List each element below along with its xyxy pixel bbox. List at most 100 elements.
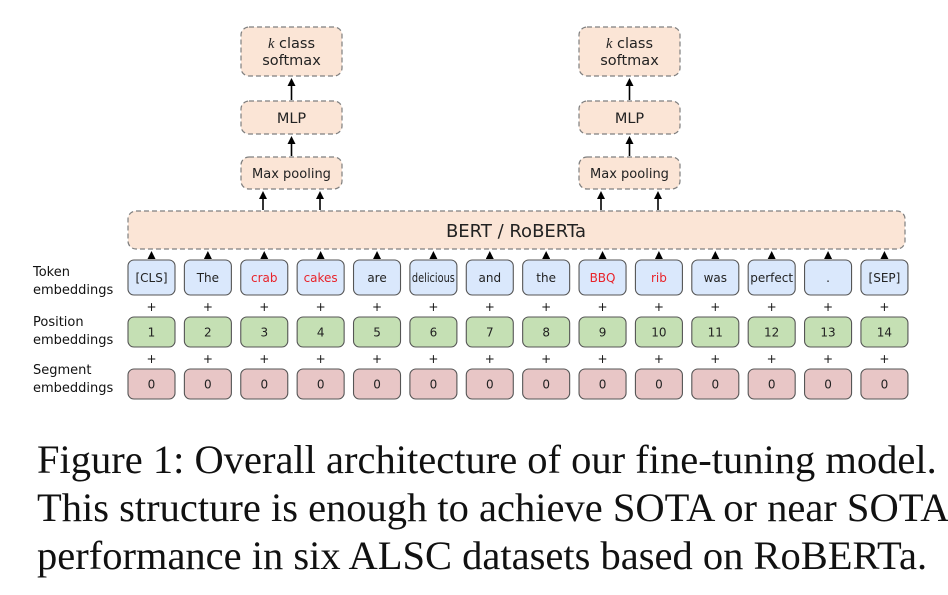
token-embedding-text: . [826, 271, 830, 285]
position-embedding-box [634, 316, 683, 348]
row-label-segment-2: embeddings [33, 381, 114, 396]
plus-sign: + [541, 300, 551, 314]
row-label-token-2: embeddings [33, 283, 114, 298]
position-embedding-text: 10 [651, 326, 666, 340]
segment-embedding-box [465, 368, 514, 400]
plus-sign: + [428, 300, 438, 314]
token-embedding-box [465, 259, 514, 296]
segment-embedding-box [578, 368, 627, 400]
position-embedding-text: 7 [486, 326, 494, 340]
token-embedding-text: are [367, 271, 386, 285]
figure-caption: Figure 1: Overall architecture of our fi… [37, 436, 948, 580]
segment-embedding-text: 0 [655, 378, 663, 392]
token-embedding-text: perfect [750, 271, 793, 285]
segment-embedding-text: 0 [768, 378, 776, 392]
mlp-box-right [578, 100, 681, 135]
softmax-label2-left: softmax [262, 53, 321, 69]
head-right: k class softmax MLP Max pooling [578, 26, 681, 210]
plus-sign: + [485, 300, 495, 314]
caption-line-3: performance in six ALSC datasets based o… [37, 533, 928, 578]
position-embedding-text: 12 [764, 326, 779, 340]
row-label-segment-1: Segment [33, 363, 92, 378]
plus-sign: + [710, 352, 720, 366]
position-embedding-box [296, 316, 345, 348]
plus-sign: + [203, 352, 213, 366]
position-embedding-text: 8 [542, 326, 550, 340]
position-embedding-text: 11 [708, 326, 723, 340]
caption-line-2: This structure is enough to achieve SOTA… [37, 485, 948, 530]
plus-sign: + [428, 352, 438, 366]
position-embedding-box [465, 316, 514, 348]
position-embedding-text: 13 [820, 326, 835, 340]
mlp-label-left: MLP [277, 111, 307, 127]
token-embedding-text: rib [651, 271, 667, 285]
token-embedding-text: the [536, 271, 556, 285]
plus-sign: + [259, 300, 269, 314]
softmax-k-left: k [268, 36, 275, 52]
segment-embedding-box [691, 368, 740, 400]
position-embedding-box [860, 316, 909, 348]
token-embedding-text: The [196, 271, 219, 285]
plus-sign: + [203, 300, 213, 314]
head-left: k class softmax MLP Max pooling [240, 26, 343, 210]
token-embedding-box [747, 259, 796, 296]
segment-embedding-text: 0 [260, 378, 268, 392]
encoder-box [127, 210, 906, 250]
position-embedding-text: 9 [599, 326, 607, 340]
segment-embedding-box [127, 368, 176, 400]
position-embedding-box [352, 316, 402, 348]
position-embedding-box [240, 316, 289, 348]
segment-embedding-text: 0 [711, 378, 719, 392]
token-embedding-box [578, 259, 627, 296]
plus-sign: + [598, 352, 608, 366]
token-embedding-box [183, 259, 232, 296]
token-embedding-box [860, 259, 909, 296]
plus-sign: + [767, 352, 777, 366]
plus-sign: + [541, 352, 551, 366]
position-embedding-box [183, 316, 232, 348]
plus-sign: + [710, 300, 720, 314]
plus-sign: + [598, 300, 608, 314]
token-embedding-box [804, 259, 853, 296]
plus-sign: + [259, 352, 269, 366]
position-embedding-box [804, 316, 853, 348]
plus-sign: + [372, 300, 382, 314]
segment-embedding-box [183, 368, 232, 400]
position-embedding-box [578, 316, 627, 348]
plus-sign: + [146, 352, 156, 366]
position-embedding-box [522, 316, 571, 348]
mlp-box-left [240, 100, 343, 135]
pool-box-left [240, 156, 343, 190]
token-embedding-text: was [704, 271, 727, 285]
segment-embedding-box [240, 368, 289, 400]
caption-line-1: Figure 1: Overall architecture of our fi… [37, 437, 937, 482]
position-embedding-text: 4 [317, 326, 325, 340]
token-embedding-box [691, 259, 740, 296]
softmax-label-right: k class [606, 36, 653, 52]
position-embedding-text: 2 [204, 326, 212, 340]
mlp-label-right: MLP [615, 111, 645, 127]
pool-box-right [578, 156, 681, 190]
segment-embedding-text: 0 [430, 378, 438, 392]
plus-sign: + [372, 352, 382, 366]
row-label-token: Token embeddings [32, 265, 114, 298]
position-embedding-text: 5 [373, 326, 381, 340]
embedding-columns: [CLS]10++The20++crab30++cakes40++are50++… [127, 251, 909, 400]
segment-embedding-text: 0 [317, 378, 325, 392]
segment-embedding-text: 0 [824, 378, 832, 392]
softmax-box-left [240, 26, 343, 77]
segment-embedding-text: 0 [148, 378, 156, 392]
plus-sign: + [879, 300, 889, 314]
segment-embedding-box [409, 368, 458, 400]
row-label-token-1: Token [32, 265, 70, 280]
softmax-label2-right: softmax [600, 53, 659, 69]
token-embedding-box [352, 259, 402, 296]
row-label-position-1: Position [33, 315, 84, 330]
segment-embedding-text: 0 [373, 378, 381, 392]
token-embedding-text: [CLS] [135, 271, 167, 285]
softmax-class-left: class [274, 36, 315, 52]
plus-sign: + [879, 352, 889, 366]
segment-embedding-text: 0 [486, 378, 494, 392]
segment-embedding-box [634, 368, 683, 400]
position-embedding-text: 1 [148, 326, 156, 340]
